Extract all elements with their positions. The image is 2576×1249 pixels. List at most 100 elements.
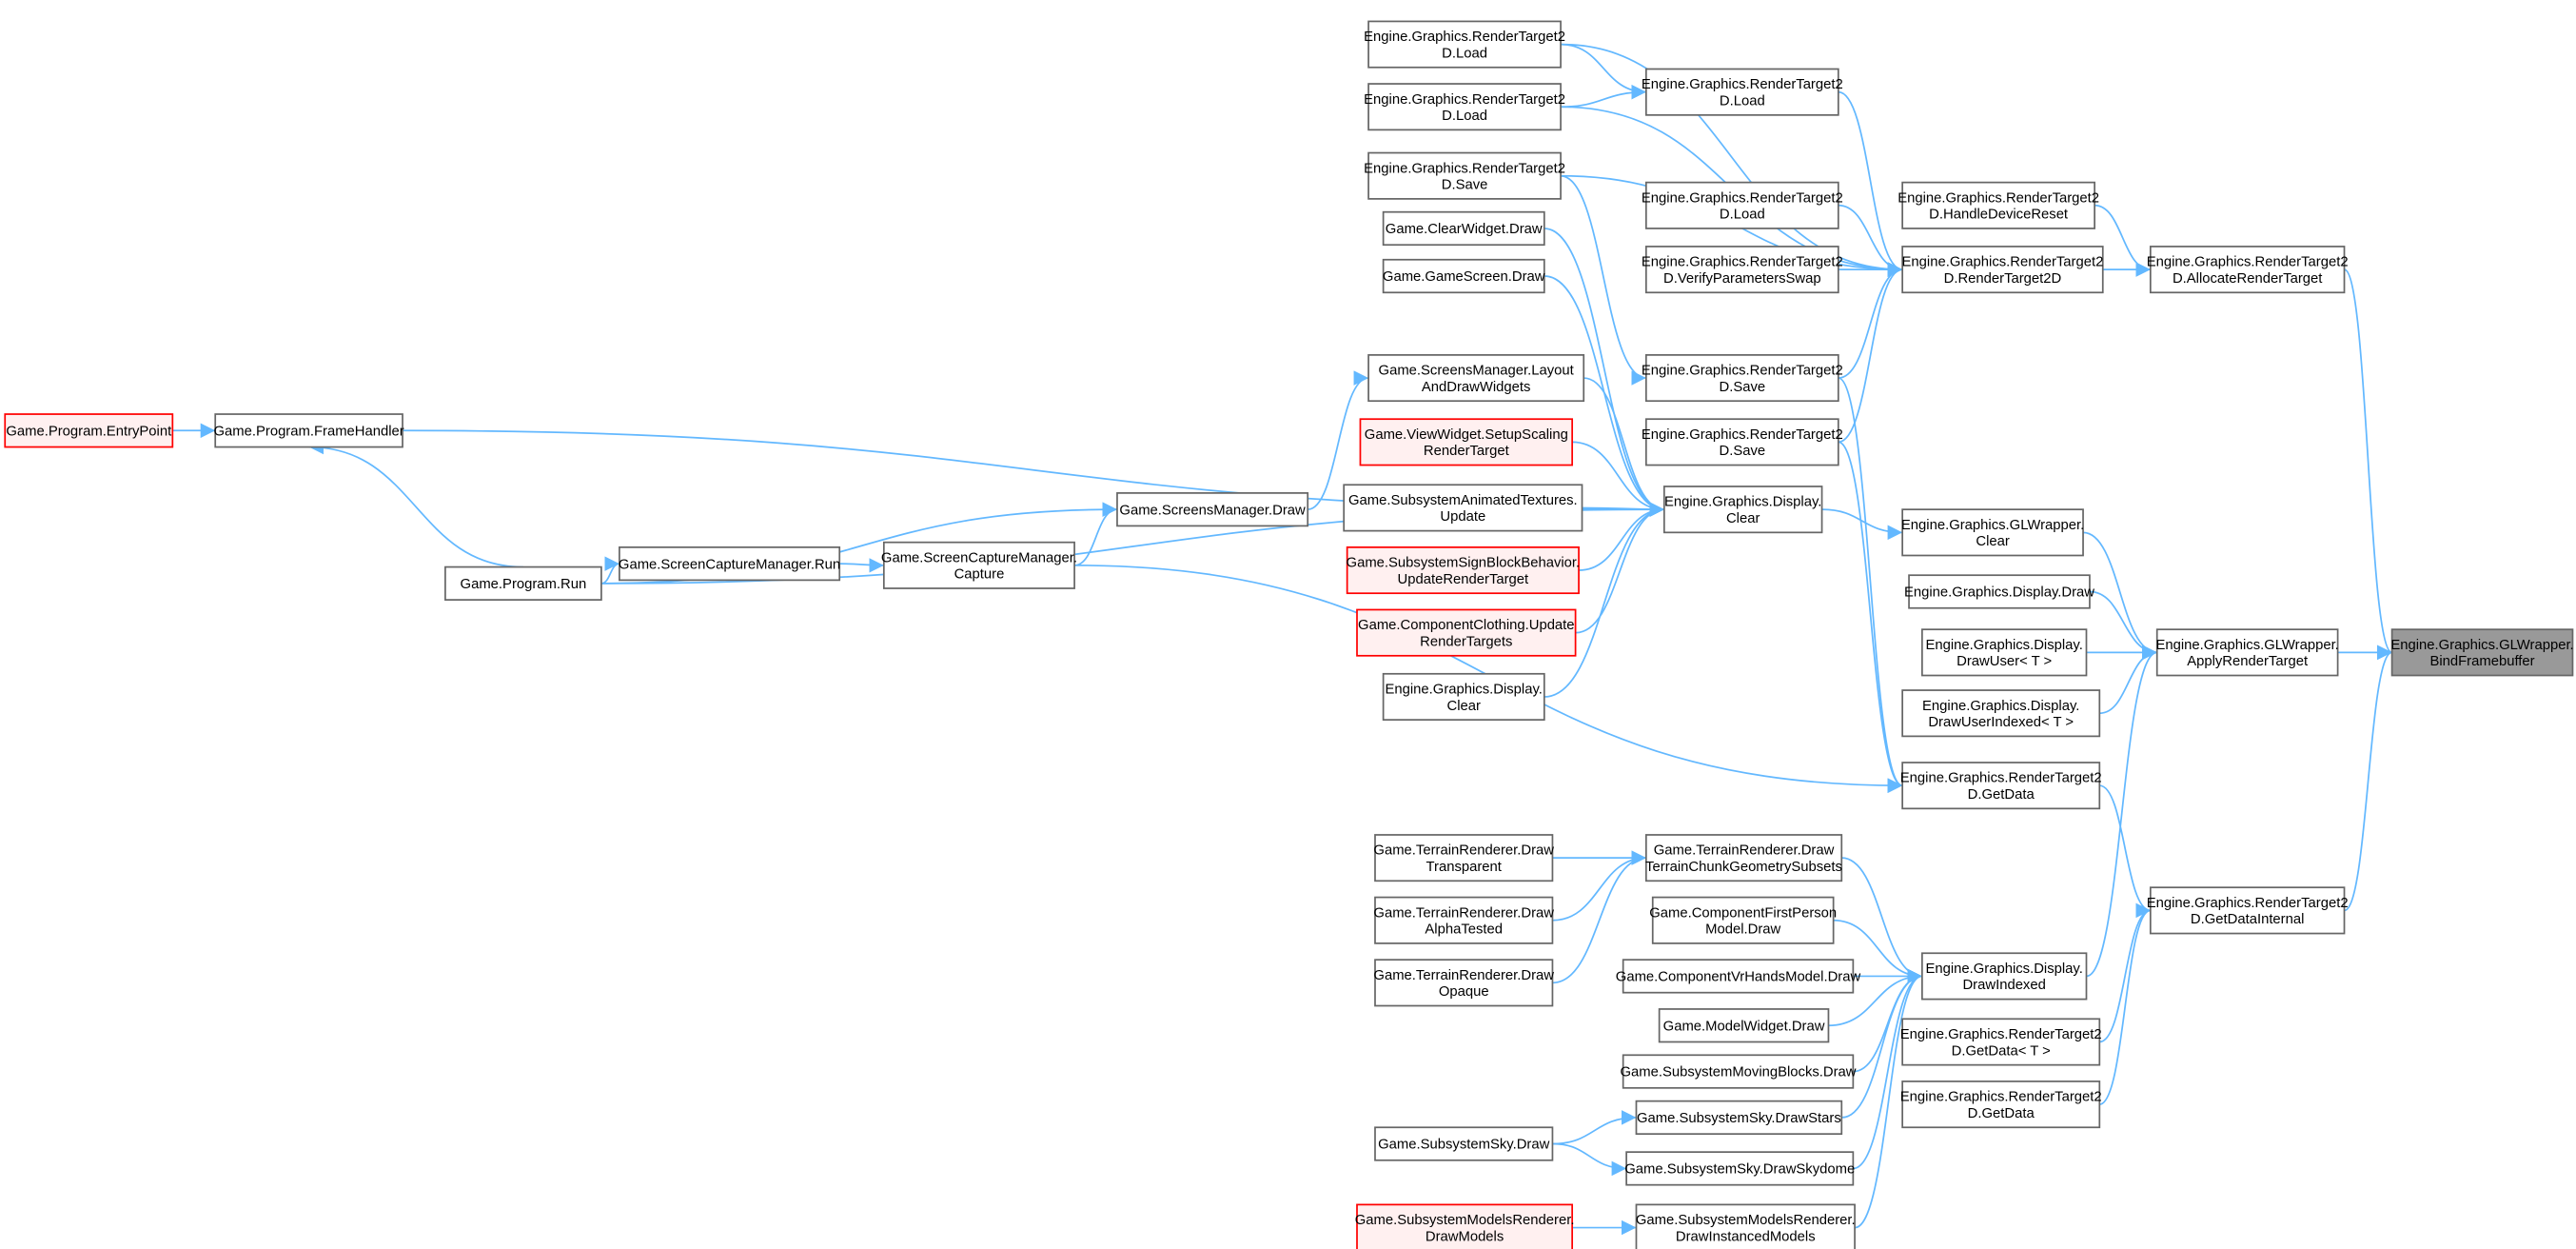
- node-engine-graphics-glwrapper-applyrendertarget[interactable]: Engine.Graphics.GLWrapper.ApplyRenderTar…: [2155, 628, 2339, 677]
- node-label: Engine.Graphics.RenderTarget2: [1642, 190, 1843, 206]
- node-engine-graphics-glwrapper-bindframebuffer[interactable]: Engine.Graphics.GLWrapper.BindFramebuffe…: [2390, 628, 2574, 677]
- call-edge: [1552, 850, 1646, 922]
- node-box: [1901, 246, 2104, 294]
- node-engine-graphics-display-clear[interactable]: Engine.Graphics.Display.Clear: [1662, 486, 1823, 534]
- node-box: [1374, 1126, 1554, 1161]
- call-edge: [1838, 377, 1903, 793]
- node-game-screensmanager-draw[interactable]: Game.ScreensManager.Draw: [1116, 492, 1309, 527]
- node-game-subsystemsky-drawskydome[interactable]: Game.SubsystemSky.DrawSkydome: [1624, 1151, 1855, 1186]
- node-game-subsystemsky-draw[interactable]: Game.SubsystemSky.Draw: [1374, 1126, 1554, 1161]
- node-engine-graphics-rendertarget2-d-getdata-t[interactable]: Engine.Graphics.RenderTarget2D.GetData< …: [1900, 1018, 2102, 1066]
- node-label: Game.SubsystemModelsRenderer.: [1636, 1213, 1856, 1228]
- node-box: [882, 541, 1075, 589]
- node-label: Game.SubsystemSignBlockBehavior.: [1347, 556, 1581, 571]
- node-engine-graphics-rendertarget2-d-rendertarget2d[interactable]: Engine.Graphics.RenderTarget2D.RenderTar…: [1901, 246, 2104, 294]
- node-box: [1644, 418, 1839, 466]
- node-engine-graphics-rendertarget2-d-verifyparametersswap[interactable]: Engine.Graphics.RenderTarget2D.VerifyPar…: [1642, 246, 1843, 294]
- call-edge: [1544, 228, 1664, 517]
- node-label: Engine.Graphics.RenderTarget2: [2147, 896, 2349, 911]
- node-engine-graphics-rendertarget2-d-load[interactable]: Engine.Graphics.RenderTarget2D.Load: [1642, 68, 1843, 116]
- node-engine-graphics-rendertarget2-d-save[interactable]: Engine.Graphics.RenderTarget2D.Save: [1642, 418, 1843, 466]
- node-engine-graphics-rendertarget2-d-load[interactable]: Engine.Graphics.RenderTarget2D.Load: [1364, 20, 1565, 69]
- node-engine-graphics-display-draw[interactable]: Engine.Graphics.Display.Draw: [1904, 574, 2094, 609]
- node-game-program-run[interactable]: Game.Program.Run: [444, 565, 602, 601]
- node-box: [4, 413, 174, 448]
- call-edge: [1579, 502, 1664, 571]
- node-box: [1622, 1054, 1855, 1089]
- call-edge: [1308, 370, 1369, 511]
- node-box: [1644, 354, 1839, 403]
- node-engine-graphics-display-drawindexed[interactable]: Engine.Graphics.Display.DrawIndexed: [1920, 952, 2088, 1001]
- node-engine-graphics-display-clear[interactable]: Engine.Graphics.Display.Clear: [1382, 672, 1545, 721]
- node-engine-graphics-rendertarget2-d-save[interactable]: Engine.Graphics.RenderTarget2D.Save: [1364, 151, 1565, 200]
- node-game-subsystemmovingblocks-draw[interactable]: Game.SubsystemMovingBlocks.Draw: [1620, 1054, 1857, 1089]
- call-edge: [2099, 644, 2157, 715]
- node-label: Game.Program.EntryPoint: [6, 424, 172, 439]
- node-box: [1920, 628, 2088, 677]
- node-label: RenderTargets: [1420, 634, 1512, 649]
- node-label: Engine.Graphics.Display.: [1922, 699, 2079, 714]
- node-box: [1908, 574, 2091, 609]
- node-box: [1644, 68, 1839, 116]
- node-game-terrainrenderer-draw-terrainchunkgeometrysubsets[interactable]: Game.TerrainRenderer.DrawTerrainChunkGeo…: [1644, 834, 1843, 882]
- call-edge: [1854, 968, 1923, 1229]
- call-edge: [1552, 1110, 1637, 1145]
- node-engine-graphics-glwrapper-clear[interactable]: Engine.Graphics.GLWrapper.Clear: [1901, 508, 2084, 557]
- call-edge: [1544, 502, 1664, 698]
- node-label: D.VerifyParametersSwap: [1663, 271, 1821, 287]
- node-box: [1901, 181, 2095, 229]
- node-game-subsystemsignblockbehavior-updaterendertarget[interactable]: Game.SubsystemSignBlockBehavior.UpdateRe…: [1347, 546, 1581, 595]
- call-edge: [1561, 43, 1646, 100]
- node-game-clearwidget-draw[interactable]: Game.ClearWidget.Draw: [1382, 210, 1545, 247]
- node-game-program-framehandler[interactable]: Game.Program.FrameHandler: [213, 413, 404, 448]
- node-engine-graphics-rendertarget2-d-getdatainternal[interactable]: Engine.Graphics.RenderTarget2D.GetDataIn…: [2147, 886, 2349, 935]
- node-box: [1662, 486, 1823, 534]
- call-edge: [1575, 502, 1664, 634]
- node-game-subsystemmodelsrenderer-drawinstancedmodels[interactable]: Game.SubsystemModelsRenderer.DrawInstanc…: [1635, 1203, 1856, 1249]
- node-engine-graphics-rendertarget2-d-load[interactable]: Engine.Graphics.RenderTarget2D.Load: [1364, 83, 1565, 131]
- node-engine-graphics-rendertarget2-d-getdata[interactable]: Engine.Graphics.RenderTarget2D.GetData: [1900, 762, 2102, 810]
- node-game-program-entrypoint[interactable]: Game.Program.EntryPoint: [4, 413, 174, 448]
- node-game-componentvrhandsmodel-draw[interactable]: Game.ComponentVrHandsModel.Draw: [1616, 959, 1861, 994]
- node-box: [214, 413, 403, 448]
- node-label: BindFramebuffer: [2429, 654, 2534, 669]
- node-game-screencapturemanager-run[interactable]: Game.ScreenCaptureManager.Run: [619, 546, 840, 582]
- node-game-subsystemanimatedtextures-update[interactable]: Game.SubsystemAnimatedTextures.Update: [1343, 484, 1583, 532]
- node-label: Opaque: [1439, 984, 1489, 1000]
- node-box: [2155, 628, 2339, 677]
- node-engine-graphics-rendertarget2-d-save[interactable]: Engine.Graphics.RenderTarget2D.Save: [1642, 354, 1843, 403]
- node-box: [1901, 762, 2101, 810]
- node-label: Game.SubsystemSky.Draw: [1378, 1138, 1549, 1153]
- node-label: Game.ComponentVrHandsModel.Draw: [1616, 970, 1861, 985]
- node-box: [1374, 834, 1554, 882]
- node-engine-graphics-display-drawuser-t[interactable]: Engine.Graphics.Display.DrawUser< T >: [1920, 628, 2088, 677]
- node-box: [1356, 608, 1577, 657]
- node-label: Game.SubsystemSky.DrawSkydome: [1624, 1162, 1855, 1178]
- node-game-gamescreen-draw[interactable]: Game.GameScreen.Draw: [1382, 258, 1545, 294]
- node-engine-graphics-rendertarget2-d-handledevicereset[interactable]: Engine.Graphics.RenderTarget2D.HandleDev…: [1898, 181, 2099, 229]
- node-engine-graphics-display-drawuserindexed-t[interactable]: Engine.Graphics.Display.DrawUserIndexed<…: [1901, 689, 2101, 738]
- node-engine-graphics-rendertarget2-d-load[interactable]: Engine.Graphics.RenderTarget2D.Load: [1642, 181, 1843, 229]
- node-engine-graphics-rendertarget2-d-getdata[interactable]: Engine.Graphics.RenderTarget2D.GetData: [1900, 1080, 2102, 1129]
- node-game-screencapturemanager-capture[interactable]: Game.ScreenCaptureManager.Capture: [881, 541, 1077, 589]
- node-box: [1356, 1203, 1574, 1249]
- node-label: Update: [1440, 509, 1485, 525]
- node-engine-graphics-rendertarget2-d-allocaterendertarget[interactable]: Engine.Graphics.RenderTarget2D.AllocateR…: [2147, 246, 2349, 294]
- node-label: Game.TerrainRenderer.Draw: [1373, 843, 1554, 859]
- node-game-subsystemsky-drawstars[interactable]: Game.SubsystemSky.DrawStars: [1635, 1100, 1843, 1136]
- node-box: [2149, 886, 2346, 935]
- node-game-modelwidget-draw[interactable]: Game.ModelWidget.Draw: [1658, 1008, 1830, 1043]
- node-label: Game.ScreenCaptureManager.: [881, 550, 1077, 565]
- node-box: [1622, 959, 1855, 994]
- node-box: [1367, 354, 1585, 403]
- node-game-componentclothing-update-rendertargets[interactable]: Game.ComponentClothing.UpdateRenderTarge…: [1356, 608, 1577, 657]
- call-edge: [2094, 204, 2151, 277]
- node-game-subsystemmodelsrenderer-drawmodels[interactable]: Game.SubsystemModelsRenderer.DrawModels: [1355, 1203, 1575, 1249]
- node-box: [1343, 484, 1583, 532]
